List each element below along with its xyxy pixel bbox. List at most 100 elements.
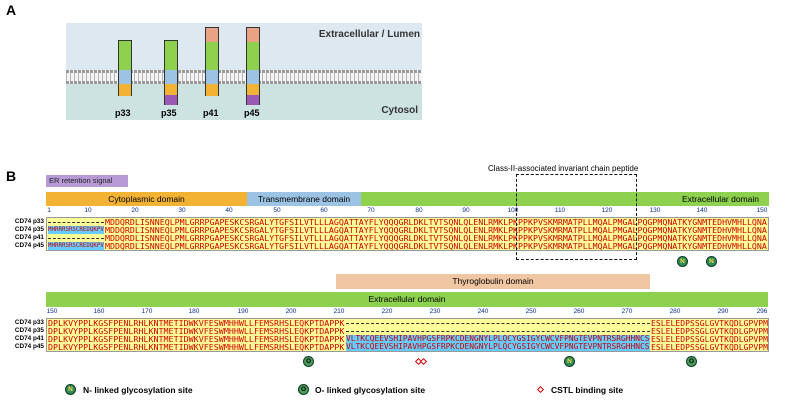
extracellular-domain-label-1: Extracellular domain — [681, 194, 759, 204]
ruler-tick: 80 — [415, 207, 423, 214]
thyroglobulin-domain-label: Thyroglobulin domain — [452, 276, 534, 286]
ruler-tick: 110 — [554, 207, 566, 214]
lipid-bilayer — [66, 70, 422, 84]
ruler-tick: 30 — [178, 207, 186, 214]
seq2-c-p33: ESLELEDPSSGLGVTKQDLGPVPM — [651, 319, 768, 327]
n-glycosylation-icon: N — [564, 356, 575, 367]
cytoplasmic-segment — [119, 84, 131, 96]
isoform-label-p35: p35 — [161, 108, 177, 118]
er-retention-segment — [247, 95, 259, 105]
lipid-heads-top — [66, 70, 422, 73]
thyroglobulin-domain-bar: Thyroglobulin domain — [336, 274, 650, 289]
seq-main-p35: MDDQRDLISNNEQLPMLGRRPGAPESKCSRGALYTGFSIL… — [105, 226, 767, 234]
seq-label-p35: CD74 p35 — [14, 327, 44, 334]
seq-label-p41: CD74 p41 — [14, 234, 44, 241]
seq2-b-p41: VLTKCQEEVSHIPAVHPGSFRPKCDENGNYLPLQCYGSIG… — [346, 335, 650, 343]
isoform-p33-bar — [118, 40, 132, 96]
lipid-heads-bottom — [66, 81, 422, 84]
ruler-tick: 240 — [477, 308, 489, 315]
ruler-tick: 150 — [756, 207, 768, 214]
ruler-tick: 160 — [93, 308, 105, 315]
ruler-tick: 90 — [462, 207, 470, 214]
transmembrane-segment — [206, 70, 218, 84]
seq2-c-p41: ESLELEDPSSGLGVTKQDLGPVPM — [651, 335, 768, 343]
sequence-block-1: CD74 p33 CD74 p35 CD74 p41 CD74 p45 MHRR… — [8, 217, 770, 251]
isoform-label-p33: p33 — [115, 108, 131, 118]
thyroglobulin-segment — [247, 28, 259, 42]
ruler-tick: 100 — [507, 207, 519, 214]
seq2-a-p45: DPLKVYPPLKGSFPENLRHLKNTMETIDWKVFESWMHHWL… — [48, 343, 345, 351]
seq-main-p41: MDDQRDLISNNEQLPMLGRRPGAPESKCSRGALYTGFSIL… — [105, 234, 767, 242]
ruler-tick: 290 — [717, 308, 729, 315]
sequence-block-2: CD74 p33 CD74 p35 CD74 p41 CD74 p45 DPLK… — [8, 318, 770, 352]
legend-o-glyc-label: O- linked glycosylation site — [315, 385, 426, 395]
class-ii-peptide-box — [516, 174, 637, 260]
ruler-tick: 120 — [601, 207, 613, 214]
seq-row-p41-gap — [48, 238, 104, 239]
seq2-a-p41: DPLKVYPPLKGSFPENLRHLKNTMETIDWKVFESWMHHWL… — [48, 335, 345, 343]
ruler-tick: 280 — [669, 308, 681, 315]
membrane-diagram: Extracellular / Lumen Cytosol p33 p35 p4… — [66, 23, 422, 120]
class-ii-peptide-label: Class-II-associated invariant chain pept… — [488, 164, 639, 173]
ruler-tick: 40 — [225, 207, 233, 214]
seq-main-p45: MDDQRDLISNNEQLPMLGRRPGAPESKCSRGALYTGFSIL… — [105, 242, 767, 250]
extracellular-lumen-label: Extracellular / Lumen — [318, 29, 420, 40]
n-glycosylation-icon: N — [677, 256, 688, 267]
ruler-2: 150 160 170 180 190 200 210 220 230 240 … — [46, 308, 768, 318]
isoform-p41-bar — [205, 27, 219, 96]
ruler-tick: 20 — [131, 207, 139, 214]
ruler-tick: 190 — [237, 308, 249, 315]
ruler-tick: 140 — [696, 207, 708, 214]
sequence-block-1-bg — [46, 217, 769, 251]
cstl-binding-icon — [536, 385, 545, 394]
extracellular-domain-bar-1: Extracellular domain — [361, 192, 769, 206]
ruler-tick: 130 — [649, 207, 661, 214]
isoform-p45-bar — [246, 27, 260, 105]
seq2-a-p33: DPLKVYPPLKGSFPENLRHLKNTMETIDWKVFESWMHHWL… — [48, 319, 345, 327]
ruler-tick: 250 — [525, 308, 537, 315]
seq-prefix-p45: MHRRRSRSCREDQKPV — [48, 242, 104, 250]
ruler-tick: 200 — [285, 308, 297, 315]
seq-row-p33-gap — [48, 222, 104, 223]
o-glycosylation-icon: O — [686, 356, 697, 367]
ruler-tick: 50 — [273, 207, 281, 214]
cytoplasmic-segment — [165, 84, 177, 95]
transmembrane-domain-label: Transmembrane domain — [257, 194, 351, 204]
seq-main-p33: MDDQRDLISNNEQLPMLGRRPGAPESKCSRGALYTGFSIL… — [105, 218, 767, 226]
ruler-tick: 296 — [756, 308, 768, 315]
ruler-tick: 230 — [429, 308, 441, 315]
seq-label-p45: CD74 p45 — [14, 343, 44, 350]
ruler-1: 1 10 20 30 40 50 60 70 80 90 100 110 120… — [46, 207, 768, 217]
n-glycosylation-icon: N — [706, 256, 717, 267]
extracellular-segment — [119, 41, 131, 70]
transmembrane-segment — [165, 70, 177, 84]
seq2-c-p45: ESLELEDPSSGLGVTKQDLGPVPM — [651, 343, 768, 351]
transmembrane-segment — [119, 70, 131, 84]
ruler-tick: 10 — [84, 207, 92, 214]
isoform-label-p41: p41 — [203, 108, 219, 118]
extracellular-domain-bar-2: Extracellular domain — [46, 292, 768, 307]
ruler-tick: 150 — [46, 308, 58, 315]
panel-b-letter: B — [6, 168, 17, 184]
transmembrane-segment — [247, 70, 259, 84]
cytoplasmic-domain-bar: Cytoplasmic domain — [46, 192, 247, 206]
seq2-b-p45: VLTKCQEEVSHIPAVHPGSFRPKCDENGNYLPLQCYGSIG… — [346, 343, 650, 351]
ruler-tick: 220 — [381, 308, 393, 315]
cytosol-label: Cytosol — [381, 105, 418, 116]
er-retention-segment — [165, 95, 177, 105]
n-glycosylation-icon: N — [65, 384, 76, 395]
extracellular-segment — [165, 41, 177, 70]
ruler-tick: 60 — [320, 207, 328, 214]
seq-label-p41: CD74 p41 — [14, 335, 44, 342]
seq-label-p45: CD74 p45 — [14, 242, 44, 249]
cstl-binding-icon — [419, 357, 428, 366]
seq-label-p35: CD74 p35 — [14, 226, 44, 233]
cytoplasmic-segment — [206, 84, 218, 96]
ruler-tick: 1 — [47, 207, 51, 214]
seq2-a-p35: DPLKVYPPLKGSFPENLRHLKNTMETIDWKVFESWMHHWL… — [48, 327, 345, 335]
er-retention-signal-label: ER retention signal — [49, 176, 113, 185]
isoform-label-p45: p45 — [244, 108, 260, 118]
isoform-p35-bar — [164, 40, 178, 105]
seq-label-p33: CD74 p33 — [14, 218, 44, 225]
extracellular-segment — [206, 42, 218, 70]
